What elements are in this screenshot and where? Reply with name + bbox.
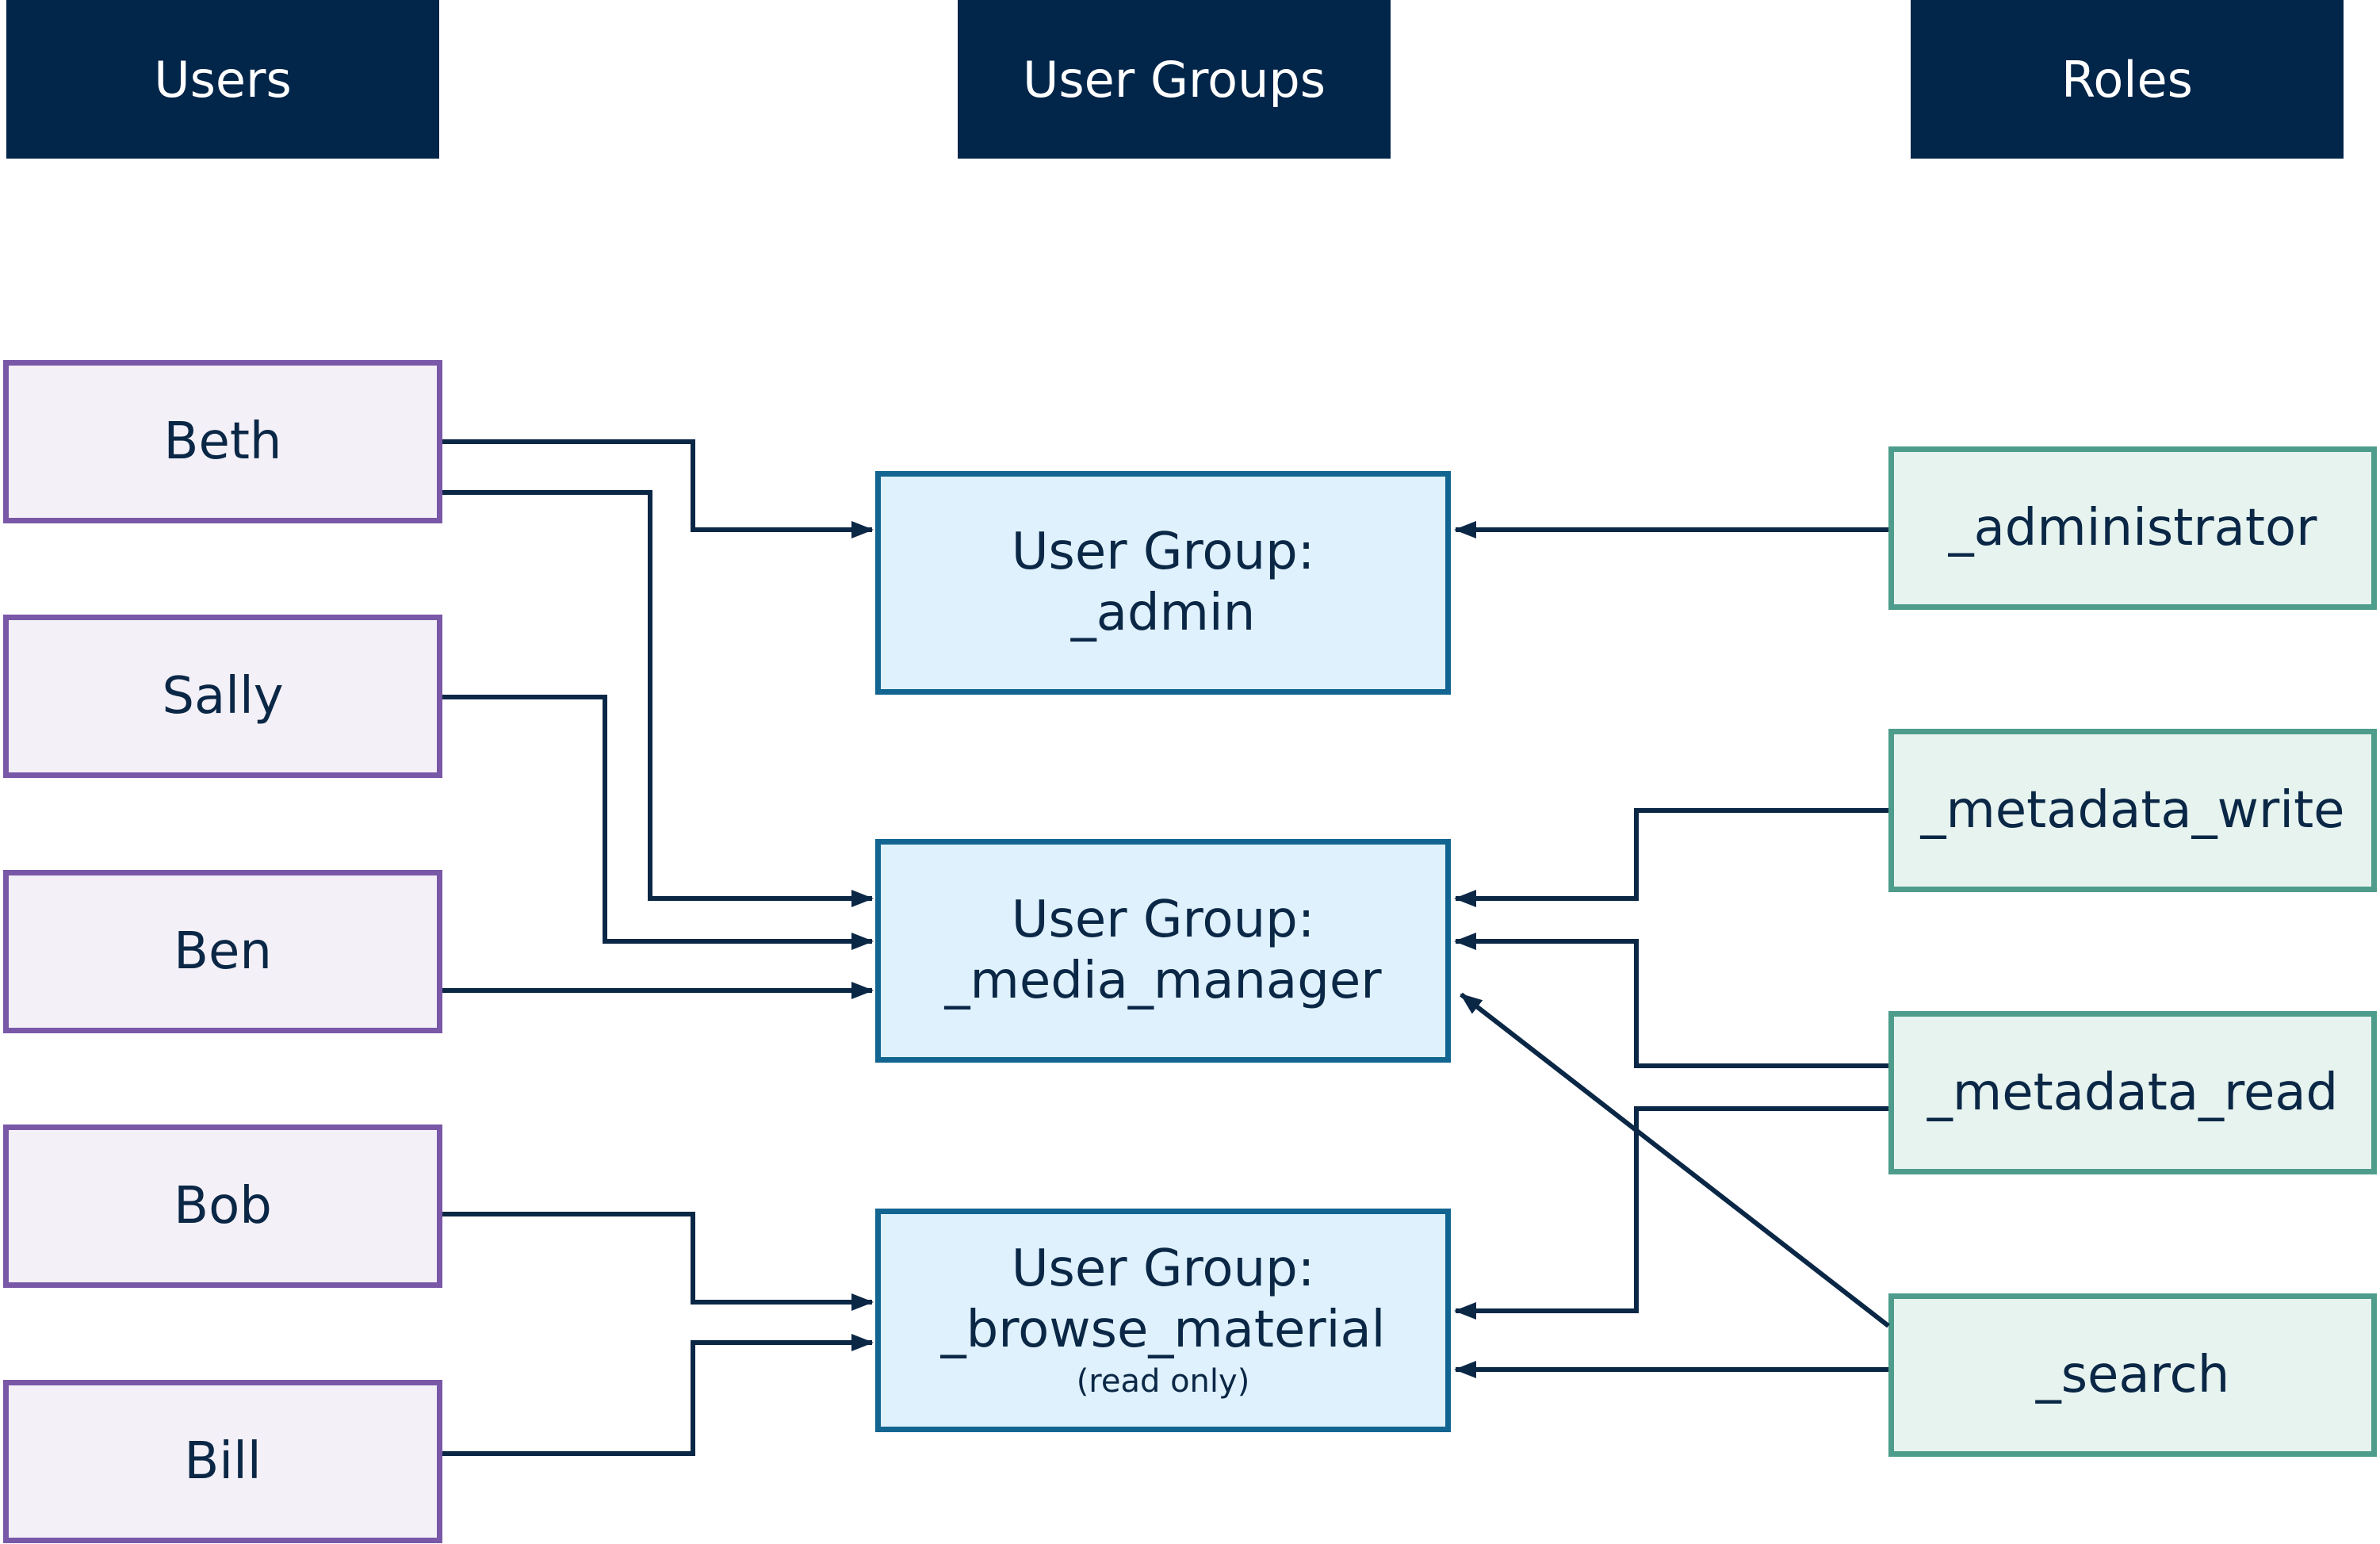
connector-metadata-read-to-browse-material: [1454, 1106, 1888, 1320]
connector-beth-to-media-manager: [442, 490, 874, 907]
group-browse-material-line1: User Group:: [1011, 1239, 1315, 1299]
connector-metadata-write-to-media-manager: [1454, 808, 1888, 907]
group-admin-line2: _admin: [1070, 584, 1256, 642]
header-roles-label: Roles: [2061, 50, 2193, 109]
role-metadata-read-label: _metadata_read: [1927, 1063, 2339, 1122]
group-media-manager-line2: _media_manager: [944, 952, 1382, 1010]
connector-beth-to-admin: [442, 439, 874, 538]
user-bob: Bob: [3, 1124, 442, 1288]
connector-bob-to-browse-material: [442, 1212, 874, 1311]
role-metadata-write: _metadata_write: [1888, 729, 2377, 892]
user-beth-label: Beth: [163, 412, 282, 471]
header-users: Users: [6, 0, 439, 159]
header-users-label: Users: [154, 50, 292, 109]
connector-sally-to-media-manager: [442, 695, 874, 950]
role-search-label: _search: [2035, 1346, 2230, 1404]
group-browse-material-line2: _browse_material: [940, 1301, 1386, 1359]
role-administrator: _administrator: [1888, 446, 2377, 610]
group-admin: User Group: _admin: [875, 471, 1451, 695]
user-ben: Ben: [3, 870, 442, 1033]
group-media-manager-line1: User Group:: [1011, 891, 1315, 950]
group-admin-line1: User Group:: [1011, 523, 1315, 582]
connector-search-to-media-manager: [1460, 992, 1890, 1328]
header-user-groups-label: User Groups: [1022, 50, 1326, 109]
header-roles: Roles: [1911, 0, 2344, 159]
role-administrator-label: _administrator: [1948, 499, 2317, 557]
group-browse-material: User Group: _browse_material (read only): [875, 1209, 1451, 1432]
role-search: _search: [1888, 1293, 2377, 1457]
user-bob-label: Bob: [174, 1177, 272, 1236]
user-bill: Bill: [3, 1380, 442, 1543]
group-media-manager: User Group: _media_manager: [875, 839, 1451, 1063]
user-bill-label: Bill: [184, 1432, 262, 1491]
connector-metadata-read-to-media-manager: [1454, 933, 1888, 1068]
user-ben-label: Ben: [174, 922, 272, 981]
group-browse-material-note: (read only): [1076, 1362, 1250, 1400]
user-beth: Beth: [3, 360, 442, 523]
role-metadata-read: _metadata_read: [1888, 1011, 2377, 1174]
user-sally-label: Sally: [162, 667, 284, 726]
role-metadata-write-label: _metadata_write: [1920, 781, 2345, 840]
header-user-groups: User Groups: [958, 0, 1391, 159]
user-sally: Sally: [3, 615, 442, 778]
connector-bill-to-browse-material: [442, 1334, 874, 1456]
